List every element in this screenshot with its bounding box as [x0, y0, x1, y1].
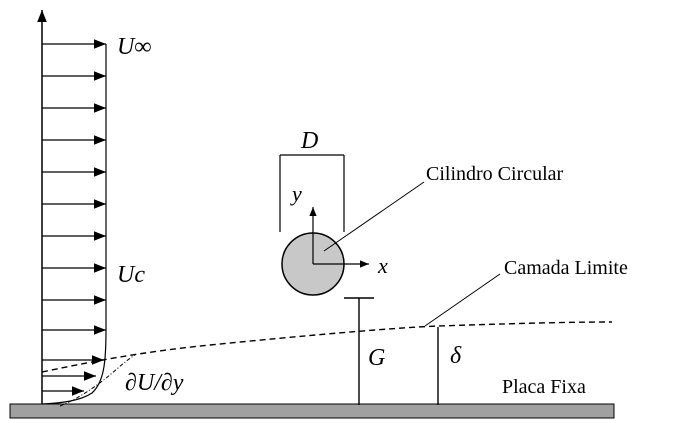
gap-label: G	[368, 345, 385, 371]
thickness-label: δ	[450, 343, 462, 369]
u-c-label: Uc	[117, 262, 145, 288]
gradient-label: ∂U/∂y	[125, 370, 184, 396]
axis-x-label: x	[377, 253, 388, 278]
velocity-arrows	[42, 39, 106, 396]
cylinder-leader	[323, 181, 425, 252]
cylinder-label: Cilindro Circular	[426, 163, 564, 185]
boundary-layer-label: Camada Limite	[504, 257, 628, 279]
diameter-label: D	[300, 128, 318, 154]
plate-label: Placa Fixa	[502, 376, 586, 398]
gradient-tangent-line	[59, 354, 136, 407]
velocity-profile-curve	[41, 44, 107, 405]
axis-y-label: y	[290, 181, 302, 206]
fixed-plate	[9, 403, 615, 419]
u-infinity-label: U∞	[117, 34, 151, 60]
boundary-layer-leader	[424, 273, 501, 327]
boundary-layer-edge	[41, 321, 613, 373]
